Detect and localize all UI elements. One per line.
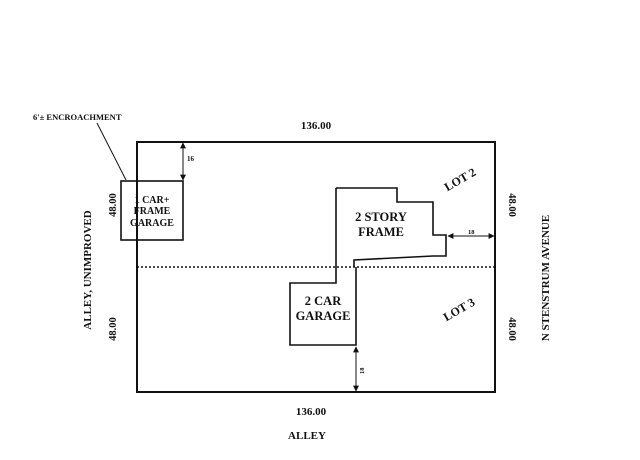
one-car-garage-label-3: GARAGE	[130, 218, 174, 229]
one-car-garage	[120, 180, 184, 241]
left-upper-dimension: 48.00	[108, 193, 119, 217]
one-car-garage-label-2: FRAME	[134, 206, 171, 217]
left-lower-dimension: 48.00	[108, 317, 119, 341]
right-street-label: N STENSTRUM AVENUE	[540, 215, 552, 341]
top-dimension: 136.00	[301, 120, 332, 132]
right-lower-dimension: 48.00	[506, 317, 517, 341]
encroachment-label: 6'± ENCROACHMENT	[33, 112, 122, 122]
garage-setback-label: 16	[187, 155, 195, 163]
two-car-garage	[289, 267, 357, 346]
house-label-2: FRAME	[358, 225, 404, 239]
garage-rear-setback-label: 18	[359, 367, 366, 374]
right-upper-dimension: 48.00	[506, 193, 517, 217]
bottom-dimension: 136.00	[296, 406, 327, 418]
house-label-1: 2 STORY	[355, 210, 407, 224]
two-car-garage-label-2: GARAGE	[296, 309, 351, 323]
two-car-garage-label-1: 2 CAR	[305, 294, 342, 308]
lot-3-label: LOT 3	[441, 295, 478, 324]
lot-2-label: LOT 2	[442, 165, 479, 194]
two-story-house	[336, 187, 447, 267]
left-alley-label: ALLEY, UNIMPROVED	[82, 210, 94, 329]
bottom-alley-label: ALLEY	[288, 430, 326, 442]
house-setback-label: 18	[468, 229, 475, 236]
one-car-garage-label-1: 1 CAR+	[135, 195, 170, 206]
encroachment-leader	[96, 122, 127, 181]
